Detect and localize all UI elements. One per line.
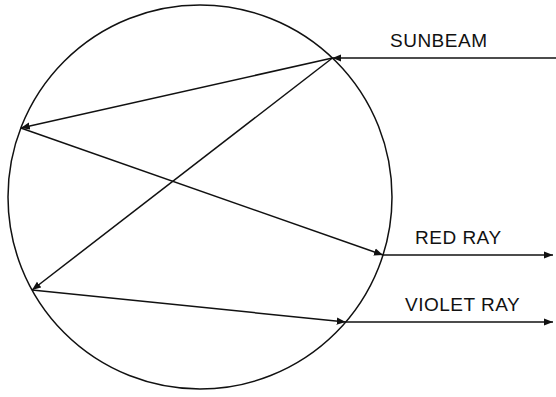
refracted-violet-line — [32, 58, 332, 290]
violet-ray-line — [346, 321, 553, 323]
sunbeam-line — [332, 57, 556, 59]
red-ray-line — [383, 254, 553, 256]
raindrop-circle — [8, 5, 392, 389]
refracted-red-line — [21, 58, 333, 128]
ray-label: RED RAY — [415, 228, 502, 247]
reflected-violet-line — [32, 290, 346, 322]
ray-label: SUNBEAM — [390, 31, 487, 50]
ray-label: VIOLET RAY — [405, 295, 520, 314]
reflected-red-line — [21, 128, 383, 255]
